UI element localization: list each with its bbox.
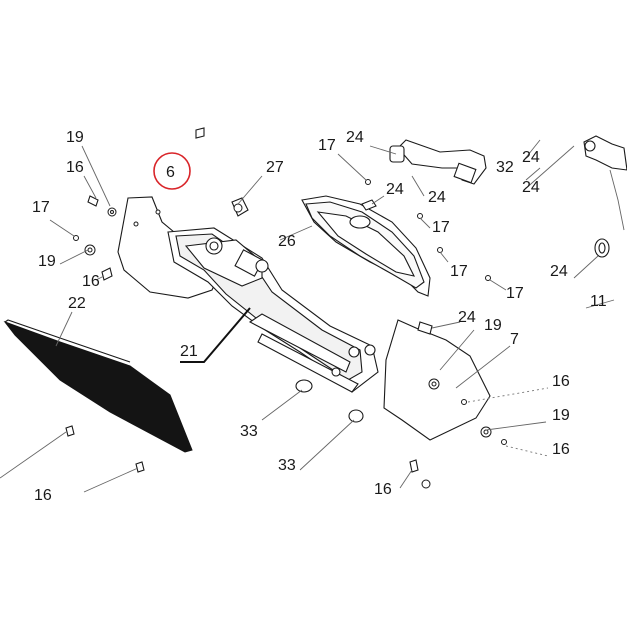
callout-17-mid2: 17 — [450, 263, 468, 280]
callout-24-mid2: 24 — [428, 189, 446, 206]
part-26-headlight — [301, 195, 431, 297]
callout-26: 26 — [278, 233, 296, 250]
callout-16-right2: 16 — [552, 441, 570, 458]
callout-24-r2: 24 — [522, 179, 540, 196]
callout-16-right: 16 — [552, 373, 570, 390]
part-22-panel — [3, 319, 193, 453]
callout-16-cut: 16 — [34, 487, 52, 504]
top-right-tubes — [389, 135, 627, 258]
part-21-frame-arm — [167, 227, 379, 393]
callouts: 19 16 6 27 17 24 32 24 24 17 19 16 24 24… — [32, 129, 607, 504]
leader-lines — [0, 139, 615, 493]
callout-7: 7 — [510, 331, 519, 348]
callout-33-b: 33 — [278, 457, 296, 474]
callout-17-left: 17 — [32, 199, 50, 216]
callout-17-top: 17 — [318, 137, 336, 154]
part-7-bracket — [383, 319, 491, 441]
callout-24-lower: 24 — [458, 309, 476, 326]
callout-19-right: 19 — [552, 407, 570, 424]
callout-24-top: 24 — [346, 129, 364, 146]
callout-21: 21 — [180, 343, 198, 360]
callout-32: 32 — [496, 159, 514, 176]
callout-27: 27 — [266, 159, 284, 176]
callout-19-top: 19 — [66, 129, 84, 146]
callout-17-mid: 17 — [432, 219, 450, 236]
callout-16-a: 16 — [66, 159, 84, 176]
callout-17-mid3: 17 — [506, 285, 524, 302]
callout-33-a: 33 — [240, 423, 258, 440]
highlight-circle — [153, 152, 191, 190]
callout-24-r1: 24 — [522, 149, 540, 166]
callout-24-mid: 24 — [386, 181, 404, 198]
callout-6: 6 — [166, 164, 175, 181]
callout-16-bottom: 16 — [374, 481, 392, 498]
callout-19-lower: 19 — [484, 317, 502, 334]
fasteners — [65, 127, 507, 489]
callout-16-b: 16 — [82, 273, 100, 290]
callout-11: 11 — [590, 293, 607, 310]
callout-22: 22 — [68, 295, 86, 312]
callout-24-right: 24 — [550, 263, 568, 280]
callout-19-left: 19 — [38, 253, 56, 270]
